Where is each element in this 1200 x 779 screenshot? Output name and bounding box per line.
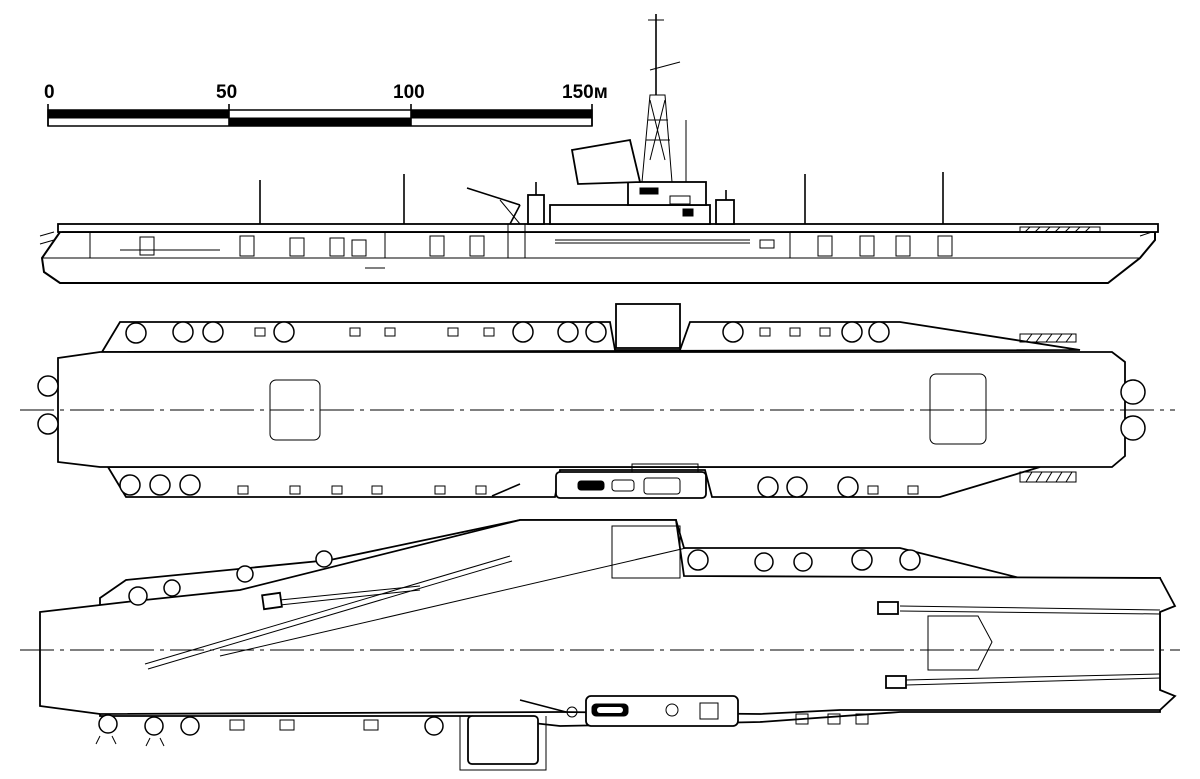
- plan2-angle-axis: [219, 547, 687, 657]
- plan2-lift: [927, 615, 993, 671]
- plan2-deck-edge-lift: [467, 715, 539, 765]
- scale-label-100: 100: [393, 82, 425, 103]
- side-funnel: [570, 138, 642, 185]
- side-crane: [466, 187, 521, 225]
- scale-segment-1: [48, 110, 230, 119]
- plan-angled-deck-view: [20, 519, 1180, 771]
- scale-label-0: 0: [44, 82, 55, 103]
- plan1-aft-lift: [929, 373, 987, 445]
- scale-label-50: 50: [216, 82, 237, 103]
- scale-segment-3: [410, 110, 592, 119]
- scale-bar: 0 50 100 150м: [44, 82, 608, 127]
- plan-straight-deck-view: [20, 303, 1175, 499]
- side-profile-view: [39, 14, 1159, 284]
- scale-label-150: 150м: [562, 82, 608, 103]
- plan1-island: [491, 463, 707, 499]
- plan2-angled-flight-deck: [39, 519, 1177, 715]
- plan2-island: [519, 695, 739, 727]
- side-island: [549, 14, 711, 225]
- side-flight-deck: [57, 223, 1159, 233]
- plan1-island-top: [615, 303, 681, 349]
- scale-segment-2: [228, 117, 412, 126]
